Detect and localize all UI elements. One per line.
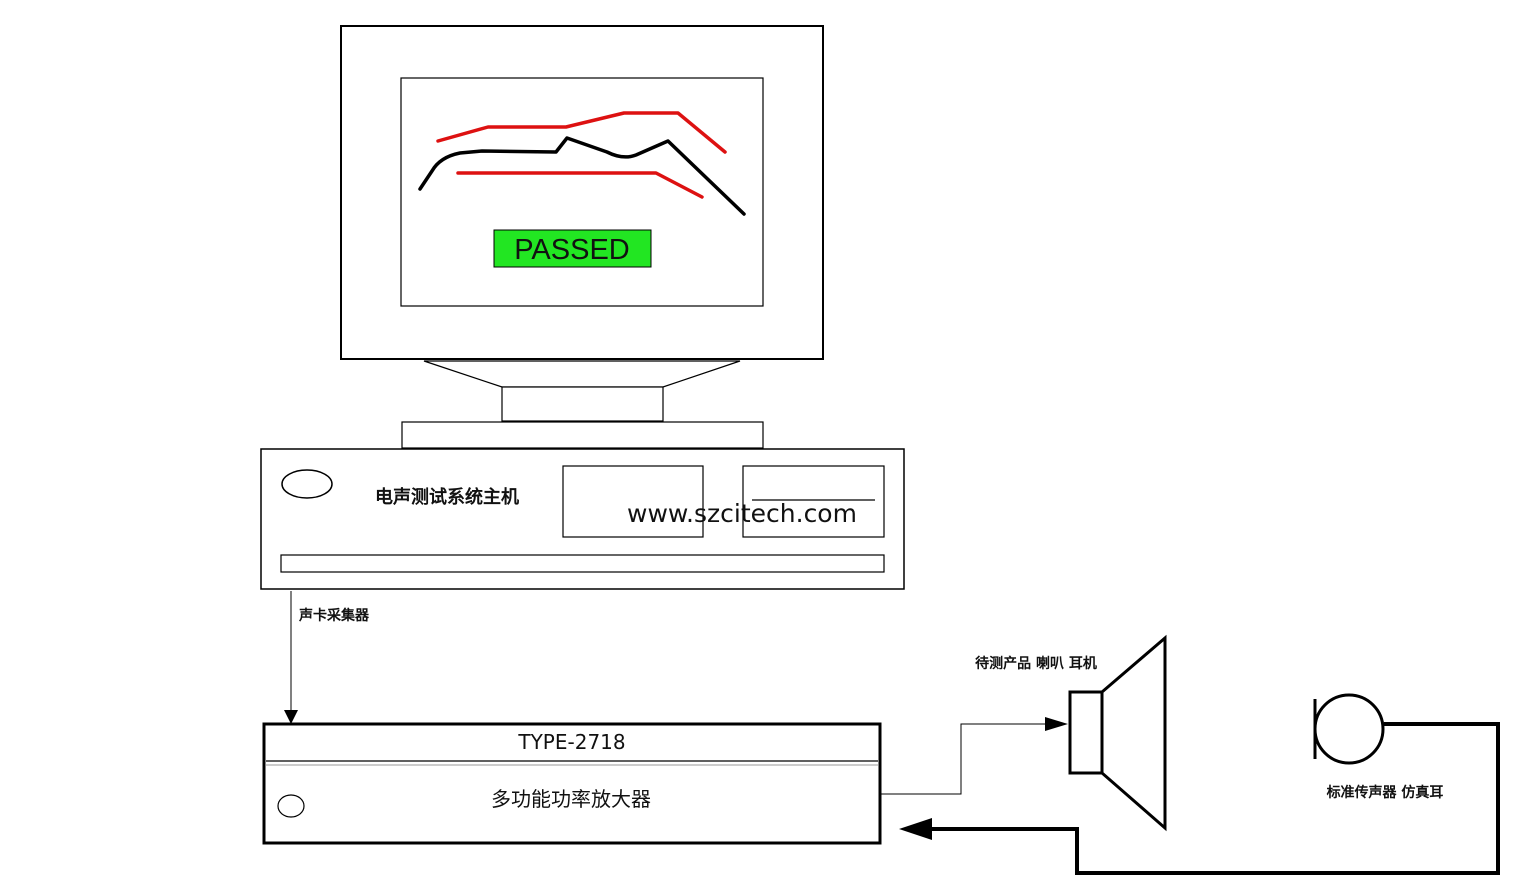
monitor-base: [401, 421, 764, 449]
passed-badge: [493, 229, 652, 268]
upper-limit-curve: [436, 111, 727, 154]
mic-return-wire: [930, 722, 1500, 875]
host-title: 电声测试系统主机: [375, 486, 519, 508]
speaker-under-test: 待测产品 喇叭 耳机: [975, 634, 1167, 832]
website-watermark: www.szcitech.com: [627, 499, 857, 528]
drive-bay-right: [742, 465, 885, 538]
amplifier-body: [262, 722, 882, 845]
measured-response-curve: [418, 136, 746, 216]
amplifier: TYPE-2718 多功能功率放大器: [262, 722, 882, 845]
sound-card-arrowhead: [284, 710, 298, 724]
monitor-stand: [501, 386, 664, 422]
drive-bay-left: [562, 465, 704, 538]
sound-card-link: 声卡采集器: [284, 591, 370, 724]
monitor-neck: [423, 360, 741, 388]
speaker-cone: [1100, 634, 1167, 832]
amplifier-model: TYPE-2718: [517, 730, 625, 754]
microphone-label: 标准传声器 仿真耳: [1326, 784, 1444, 801]
host-front-slot: [280, 554, 885, 573]
amp-to-speaker-link: [881, 717, 1068, 795]
monitor: PASSED: [340, 25, 824, 449]
monitor-screen: [400, 77, 764, 307]
microphone-capsule: [1313, 693, 1385, 765]
speaker-input-arrowhead: [1045, 717, 1068, 731]
host-case: 电声测试系统主机 www.szcitech.com: [260, 448, 905, 590]
lower-limit-curve: [456, 171, 704, 199]
amp-input-arrowhead: [899, 818, 932, 840]
mic-to-amp-link: [899, 722, 1500, 875]
speaker-magnet: [1068, 690, 1104, 775]
power-button: [281, 469, 333, 499]
amp-output-wire: [881, 723, 1046, 795]
speaker-label: 待测产品 喇叭 耳机: [975, 655, 1097, 672]
amplifier-knob: [277, 794, 305, 818]
amplifier-name: 多功能功率放大器: [491, 787, 651, 811]
sound-card-label: 声卡采集器: [298, 607, 370, 624]
passed-badge-text: PASSED: [514, 234, 630, 266]
reference-microphone: 标准传声器 仿真耳: [1313, 693, 1444, 801]
